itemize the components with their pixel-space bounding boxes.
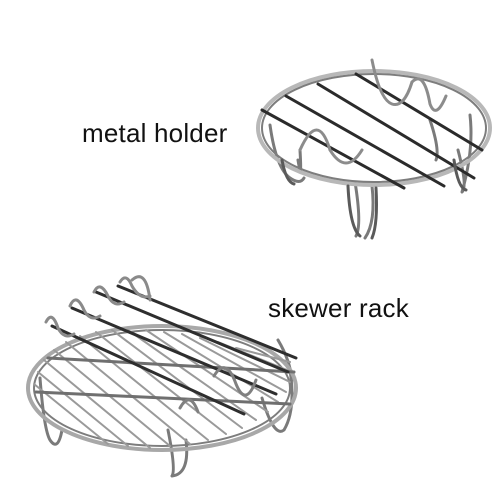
skewer-rack-loops — [44, 275, 152, 338]
metal-holder-rack — [256, 58, 492, 240]
skewer-rack-label: skewer rack — [268, 293, 409, 323]
metal-holder-front-legs — [280, 158, 468, 240]
metal-holder-loops — [298, 58, 448, 165]
skewer-rack-side-supports — [178, 366, 258, 414]
skewer-rack — [26, 275, 298, 478]
skewer-rack-crossbars — [34, 356, 296, 406]
metal-holder-label: metal holder — [82, 118, 228, 148]
skewer-rack-ring-inner — [33, 329, 291, 447]
metal-holder-rods — [260, 72, 484, 190]
skewer-rack-ring — [26, 324, 298, 452]
